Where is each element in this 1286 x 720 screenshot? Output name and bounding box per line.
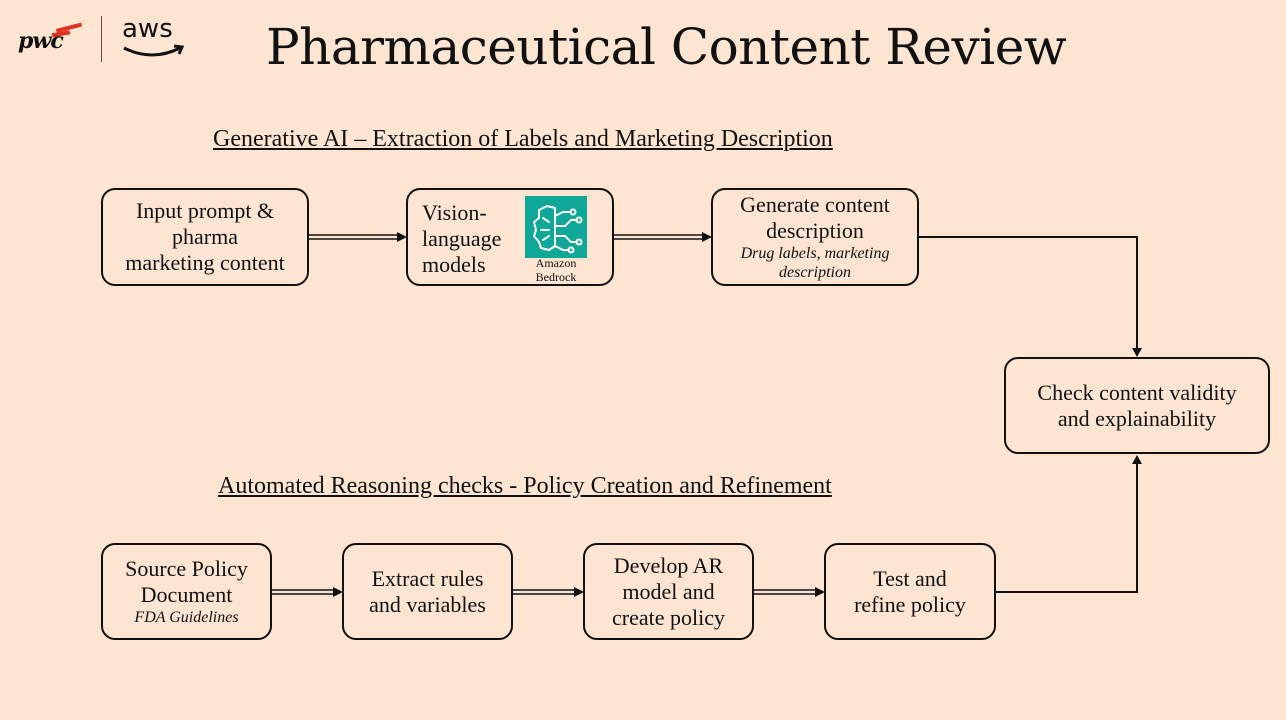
box-input-prompt: Input prompt & pharma marketing content	[101, 188, 309, 286]
box-test-line2: refine policy	[854, 591, 966, 617]
section-title-ar: Automated Reasoning checks - Policy Crea…	[218, 473, 832, 499]
bedrock-label: Amazon Bedrock	[516, 256, 596, 284]
box-vision-language-models: Vision- language models Amazon Bedrock	[406, 188, 614, 286]
bedrock-brain-glyph	[533, 205, 583, 254]
logo-divider	[101, 16, 102, 62]
box-extract-line2: and variables	[369, 591, 486, 617]
box-extract-rules: Extract rules and variables	[342, 543, 513, 640]
box-develop-line1: Develop AR	[613, 552, 724, 578]
box-extract-line1: Extract rules	[371, 565, 484, 591]
arrow-generate-to-check	[919, 236, 1142, 357]
box-source-line1: Source Policy	[125, 556, 248, 581]
aws-logo-text: aws	[122, 14, 173, 44]
box-input-line1: Input prompt &	[135, 198, 275, 223]
section-title-genai: Generative AI – Extraction of Labels and…	[213, 126, 833, 152]
box-vlm-text: Vision- language models	[422, 200, 501, 278]
arrow-test-to-check	[996, 455, 1142, 593]
box-source-sub: FDA Guidelines	[134, 609, 239, 626]
box-vlm-line3: models	[422, 252, 486, 277]
amazon-bedrock-icon	[525, 196, 587, 258]
arrow-input-to-vlm	[309, 232, 407, 242]
box-vlm-line2: language	[422, 226, 502, 251]
arrow-vlm-to-generate	[614, 232, 712, 242]
arrow-extract-to-develop	[513, 587, 584, 597]
box-develop-line3: create policy	[612, 604, 725, 630]
box-check-line1: Check content validity	[1037, 379, 1237, 405]
bedrock-label-line2: Bedrock	[535, 270, 577, 284]
box-develop-ar-model: Develop AR model and create policy	[583, 543, 754, 640]
box-develop-line2: model and	[622, 578, 715, 604]
pwc-logo-mark	[51, 22, 83, 38]
arrow-source-to-extract	[272, 587, 343, 597]
page-title: Pharmaceutical Content Review	[266, 18, 1067, 76]
aws-logo: aws	[120, 14, 190, 60]
box-generate-line2: description	[766, 218, 864, 243]
box-vlm-line1: Vision-	[422, 200, 487, 225]
box-generate-line1: Generate content	[740, 192, 890, 217]
pwc-logo-text: pwc	[18, 28, 64, 54]
box-input-line3: marketing content	[125, 250, 285, 275]
box-test-line1: Test and	[873, 565, 947, 591]
aws-smile-icon	[123, 44, 185, 57]
arrow-develop-to-test	[754, 587, 825, 597]
pwc-logo: pwc	[18, 22, 88, 58]
box-source-line2: Document	[140, 582, 233, 607]
bedrock-label-line1: Amazon	[535, 256, 577, 270]
box-generate-content: Generate content description Drug labels…	[711, 188, 919, 286]
box-source-policy: Source Policy Document FDA Guidelines	[101, 543, 272, 640]
box-input-line2: pharma	[172, 224, 238, 249]
box-generate-sub1: Drug labels, marketing	[740, 245, 890, 262]
box-check-content-validity: Check content validity and explainabilit…	[1004, 357, 1270, 454]
box-generate-sub2: description	[779, 264, 851, 281]
box-check-line2: and explainability	[1057, 405, 1217, 431]
box-test-refine-policy: Test and refine policy	[824, 543, 996, 640]
